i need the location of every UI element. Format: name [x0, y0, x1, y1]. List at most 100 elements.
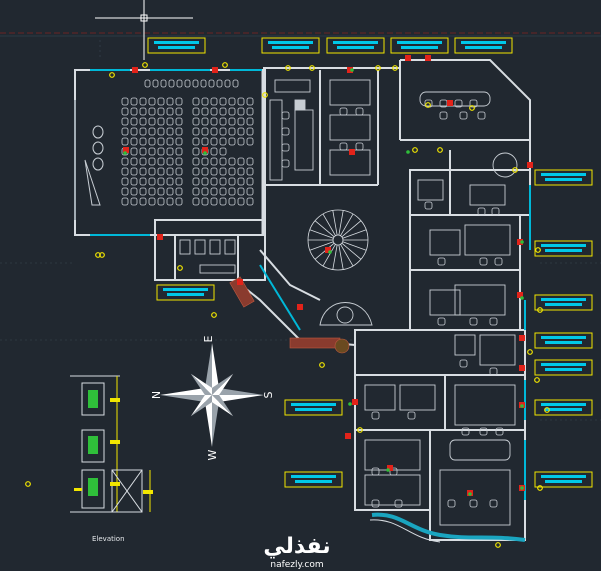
red-marker — [517, 239, 523, 245]
green-marker — [350, 68, 354, 72]
room-tag — [284, 471, 343, 488]
seat — [219, 197, 227, 206]
tag-line — [167, 293, 204, 296]
seat — [148, 137, 156, 146]
room-tag — [534, 359, 593, 376]
compass-east-label: E — [202, 335, 215, 342]
seat — [175, 147, 183, 156]
seat — [201, 167, 209, 176]
seat — [148, 117, 156, 126]
red-marker — [202, 147, 208, 153]
tag-line — [295, 408, 332, 411]
red-marker — [517, 292, 523, 298]
tag-line — [541, 336, 586, 339]
watermark-arabic: نفذلي — [263, 534, 330, 559]
seat — [130, 147, 138, 156]
red-marker — [157, 234, 163, 240]
seat — [246, 197, 254, 206]
stair-tread — [338, 210, 344, 236]
tag-line — [158, 46, 195, 49]
crosshair-cursor — [95, 0, 193, 60]
yellow-marker — [469, 105, 475, 111]
chair — [355, 107, 364, 116]
stair-tread — [314, 242, 335, 260]
yellow-marker — [285, 65, 291, 71]
red-marker — [345, 433, 351, 439]
seat — [246, 167, 254, 176]
tag-line — [541, 173, 586, 176]
seat — [166, 147, 174, 156]
seat — [219, 117, 227, 126]
seat — [157, 177, 165, 186]
seat — [121, 117, 129, 126]
tag-frame — [284, 399, 343, 416]
tag-frame — [534, 332, 593, 349]
seat — [130, 197, 138, 206]
seat — [139, 187, 147, 196]
elevation-label: Elevation — [92, 535, 125, 543]
chair — [355, 142, 364, 151]
tag-line — [397, 41, 442, 44]
chair — [459, 111, 468, 120]
stair-tread — [340, 244, 354, 267]
yellow-marker — [99, 252, 105, 258]
seat — [228, 197, 236, 206]
seat — [246, 137, 254, 146]
yellow-marker — [544, 407, 550, 413]
seat — [175, 107, 183, 116]
chair — [454, 99, 463, 108]
markers — [25, 55, 550, 548]
chair — [477, 207, 486, 216]
room-tag — [534, 169, 593, 186]
room-tag — [454, 37, 513, 54]
seat — [144, 79, 151, 88]
green-marker — [520, 404, 524, 408]
seat — [121, 187, 129, 196]
seat — [157, 167, 165, 176]
tag-line — [295, 480, 332, 483]
red-marker — [519, 335, 525, 341]
seat — [219, 137, 227, 146]
seat — [246, 157, 254, 166]
tag-line — [465, 46, 502, 49]
seat — [192, 157, 200, 166]
tag-line — [545, 249, 582, 252]
seat — [237, 187, 245, 196]
compass-south-label: S — [262, 391, 275, 398]
seat — [210, 147, 218, 156]
seat — [237, 137, 245, 146]
chair — [489, 367, 498, 376]
chair — [371, 411, 380, 420]
seat — [228, 167, 236, 176]
yellow-marker — [25, 481, 31, 487]
seat — [166, 187, 174, 196]
seat — [201, 157, 209, 166]
yellow-marker — [142, 62, 148, 68]
seat — [175, 177, 183, 186]
yellow-marker — [211, 312, 217, 318]
seat — [219, 127, 227, 136]
tag-frame — [454, 37, 513, 54]
red-marker — [519, 365, 525, 371]
stair-tread — [332, 210, 338, 236]
seat — [139, 107, 147, 116]
tag-frame — [390, 37, 449, 54]
seat — [175, 117, 183, 126]
seat — [192, 127, 200, 136]
seat — [219, 187, 227, 196]
tag-line — [291, 475, 336, 478]
room-tag — [534, 332, 593, 349]
stage-outline — [84, 159, 101, 206]
chair — [339, 107, 348, 116]
yellow-marker — [177, 265, 183, 271]
stair-tread — [314, 220, 335, 238]
tag-frame — [534, 471, 593, 488]
stair-tread — [341, 220, 362, 238]
seat — [201, 117, 209, 126]
stair-tread — [322, 213, 336, 236]
chair — [424, 201, 433, 210]
hatched-walls — [229, 276, 350, 354]
seat — [210, 107, 218, 116]
seat — [139, 197, 147, 206]
